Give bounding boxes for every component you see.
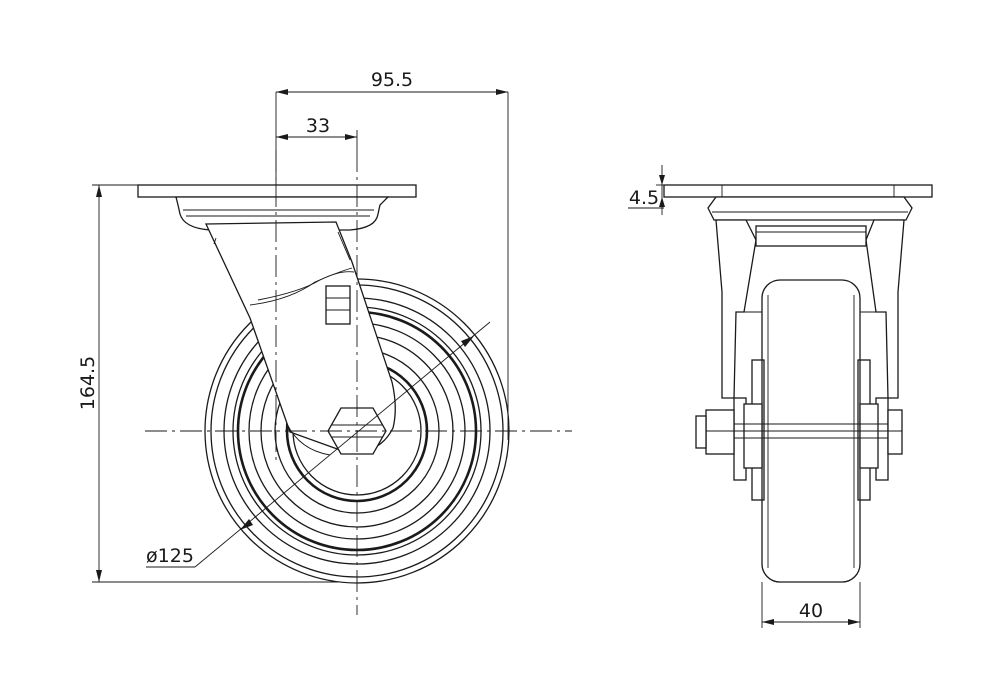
dim-plate-thickness: 4.5	[628, 165, 665, 215]
dim-height-total: 164.5	[77, 184, 340, 583]
dim-wheel-diameter: ø125	[146, 321, 491, 568]
dimensions: 95.5 33 164.5 4.5	[77, 69, 861, 628]
dim-wheel-diameter-label: ø125	[146, 545, 194, 567]
dim-width-total-label: 95.5	[371, 69, 413, 91]
dim-wheel-width-label: 40	[799, 600, 823, 622]
axle-side	[695, 397, 903, 481]
dim-offset: 33	[276, 115, 358, 150]
front-view	[137, 150, 572, 615]
dim-height-total-label: 164.5	[77, 356, 99, 410]
dim-width-total: 95.5	[275, 69, 509, 440]
dim-offset-label: 33	[306, 115, 330, 137]
side-view	[663, 184, 933, 583]
top-plate-side	[663, 184, 933, 221]
dim-plate-thickness-label: 4.5	[629, 187, 659, 209]
dim-wheel-width: 40	[761, 582, 861, 628]
